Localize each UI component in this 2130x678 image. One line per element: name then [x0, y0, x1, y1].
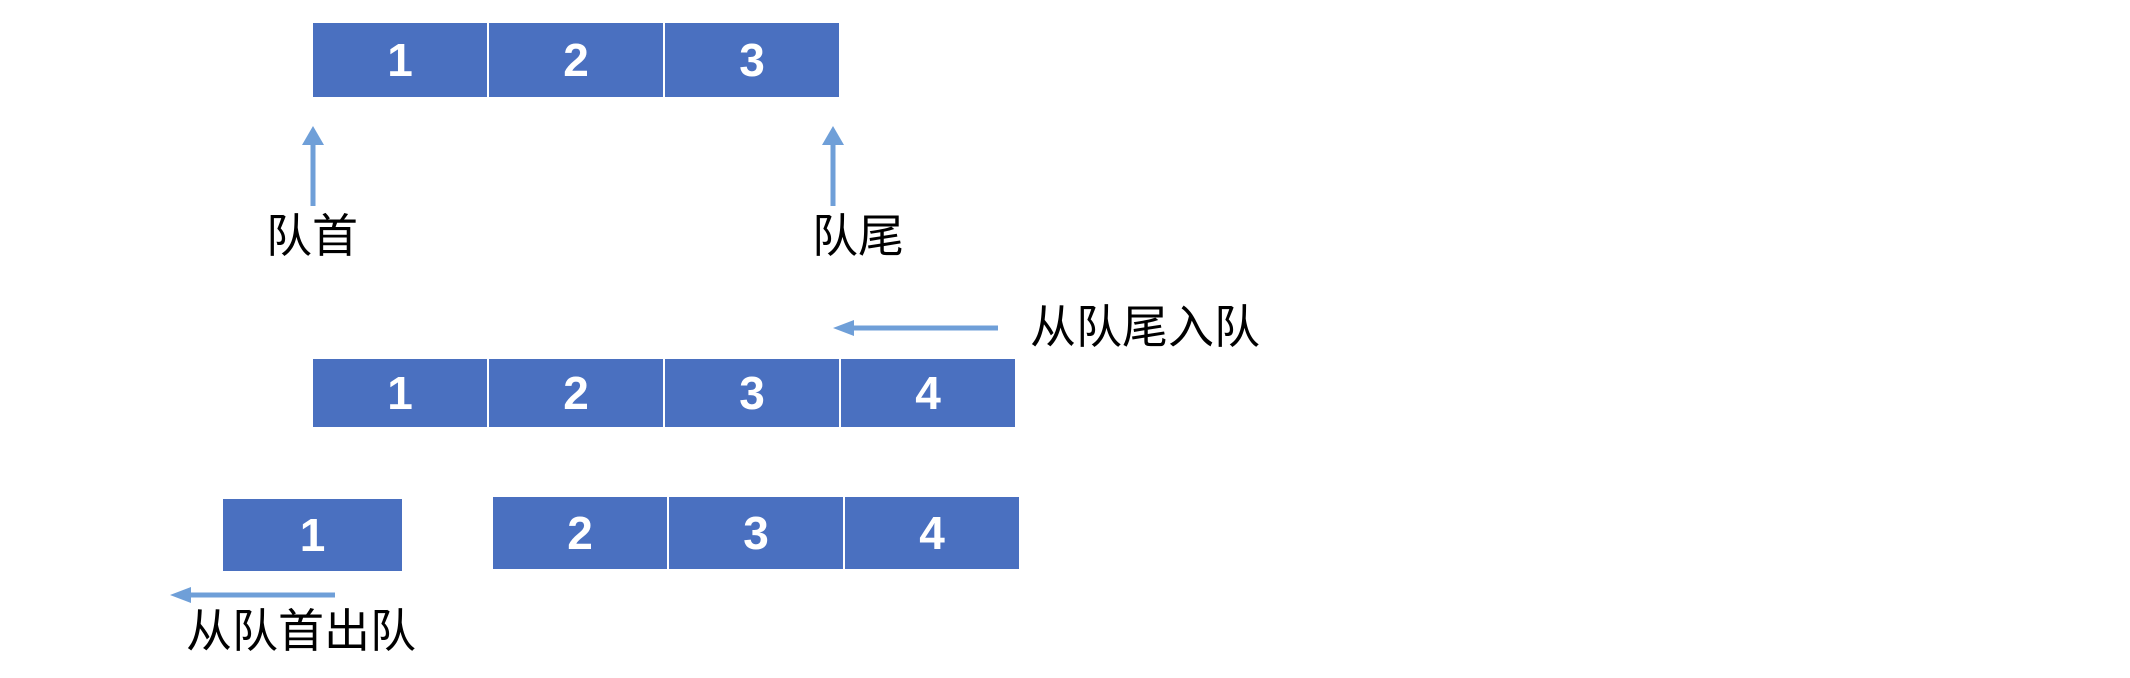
enqueue-left-arrow-icon [833, 320, 998, 336]
queue-cell: 4 [845, 497, 1019, 569]
dequeue-left-arrow-icon [170, 587, 335, 603]
queue-cell: 2 [489, 23, 663, 97]
initial-queue-row: 1 2 3 [313, 23, 839, 97]
enqueued-queue-row: 1 2 3 4 [313, 359, 1015, 427]
queue-cell: 2 [489, 359, 663, 427]
dequeue-label: 从队首出队 [186, 605, 416, 657]
front-label: 队首 [266, 210, 358, 262]
queue-cell: 4 [841, 359, 1015, 427]
queue-cell: 3 [665, 359, 839, 427]
queue-cell: 3 [665, 23, 839, 97]
rear-pointer-up-arrow-icon [822, 126, 844, 206]
enqueue-label: 从队尾入队 [1030, 301, 1260, 353]
queue-cell: 1 [313, 359, 487, 427]
remaining-queue-row: 2 3 4 [493, 497, 1019, 569]
rear-label: 队尾 [812, 210, 904, 262]
front-pointer-up-arrow-icon [302, 126, 324, 206]
queue-cell: 3 [669, 497, 843, 569]
queue-cell: 1 [313, 23, 487, 97]
queue-cell: 2 [493, 497, 667, 569]
dequeued-cell: 1 [223, 499, 402, 571]
